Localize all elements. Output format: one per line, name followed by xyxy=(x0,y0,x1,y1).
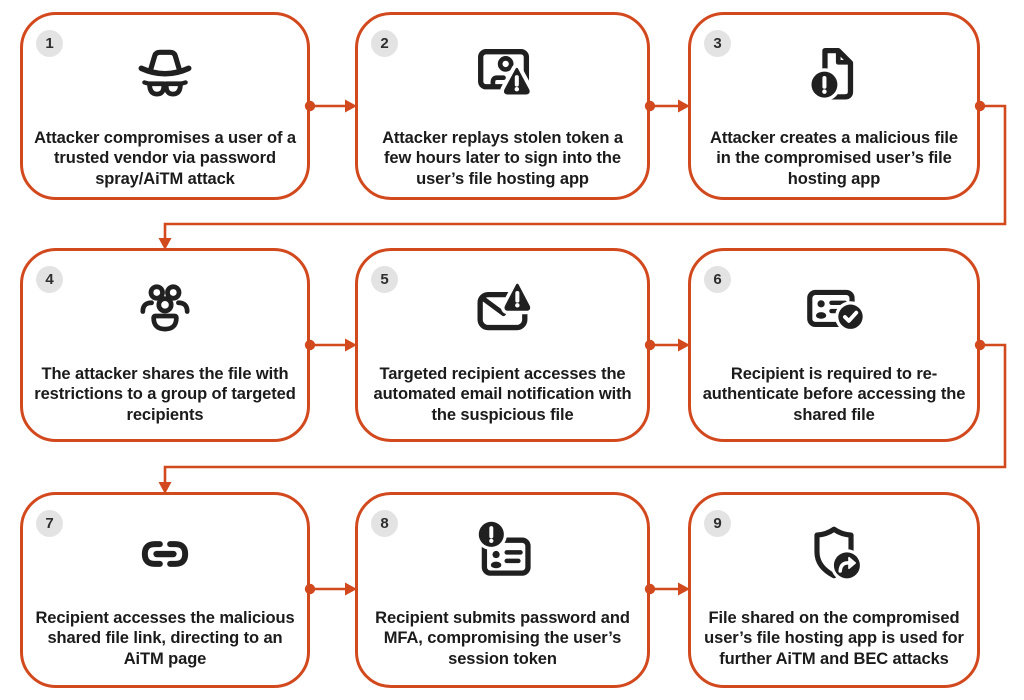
connector-8-9 xyxy=(644,582,690,596)
step-card-1: 1 Attacker compromises a user of a trust… xyxy=(20,12,310,200)
id-card-warning-icon xyxy=(465,510,541,598)
step-card-5: 5 Targeted recipient accesses the automa… xyxy=(355,248,650,442)
step-number-badge: 2 xyxy=(371,30,398,57)
connector-7-8 xyxy=(304,582,357,596)
step-card-7: 7 Recipient accesses the malicious share… xyxy=(20,492,310,688)
step-number-badge: 1 xyxy=(36,30,63,57)
step-description: File shared on the compromised user’s fi… xyxy=(704,609,964,668)
step-description: Recipient is required to re-authenticate… xyxy=(702,365,966,424)
id-card-check-icon xyxy=(796,266,872,354)
step-card-3: 3 Attacker creates a malicious file in t… xyxy=(688,12,980,200)
step-number-badge: 4 xyxy=(36,266,63,293)
document-warning-icon xyxy=(798,30,870,118)
people-group-icon xyxy=(129,266,201,354)
step-card-4: 4 The attacker shares the file with rest… xyxy=(20,248,310,442)
step-description: Recipient submits password and MFA, comp… xyxy=(375,609,630,668)
connector-4-5 xyxy=(304,338,357,352)
link-icon xyxy=(128,510,202,598)
step-number-badge: 8 xyxy=(371,510,398,537)
connector-1-2 xyxy=(304,99,357,113)
step-description: Attacker compromises a user of a trusted… xyxy=(34,129,296,188)
step-description: Attacker creates a malicious file in the… xyxy=(710,129,958,188)
connector-2-3 xyxy=(644,99,690,113)
step-description: The attacker shares the file with restri… xyxy=(34,365,296,424)
step-description: Recipient accesses the malicious shared … xyxy=(35,609,295,668)
step-description: Attacker replays stolen token a few hour… xyxy=(382,129,623,188)
step-number-badge: 6 xyxy=(704,266,731,293)
step-card-6: 6 Recipient is required to re-authentica… xyxy=(688,248,980,442)
incognito-icon xyxy=(129,30,201,118)
monitor-user-warning-icon xyxy=(465,30,541,118)
step-card-2: 2 Attacker replays stolen token a few ho… xyxy=(355,12,650,200)
connector-5-6 xyxy=(644,338,690,352)
shield-share-icon xyxy=(797,510,871,598)
step-card-8: 8 Recipient submits password and MFA, co… xyxy=(355,492,650,688)
step-number-badge: 9 xyxy=(704,510,731,537)
step-description: Targeted recipient accesses the automate… xyxy=(373,365,632,424)
step-number-badge: 3 xyxy=(704,30,731,57)
step-card-9: 9 File shared on the compromised user’s … xyxy=(688,492,980,688)
step-number-badge: 5 xyxy=(371,266,398,293)
email-warning-icon xyxy=(465,266,541,354)
step-number-badge: 7 xyxy=(36,510,63,537)
